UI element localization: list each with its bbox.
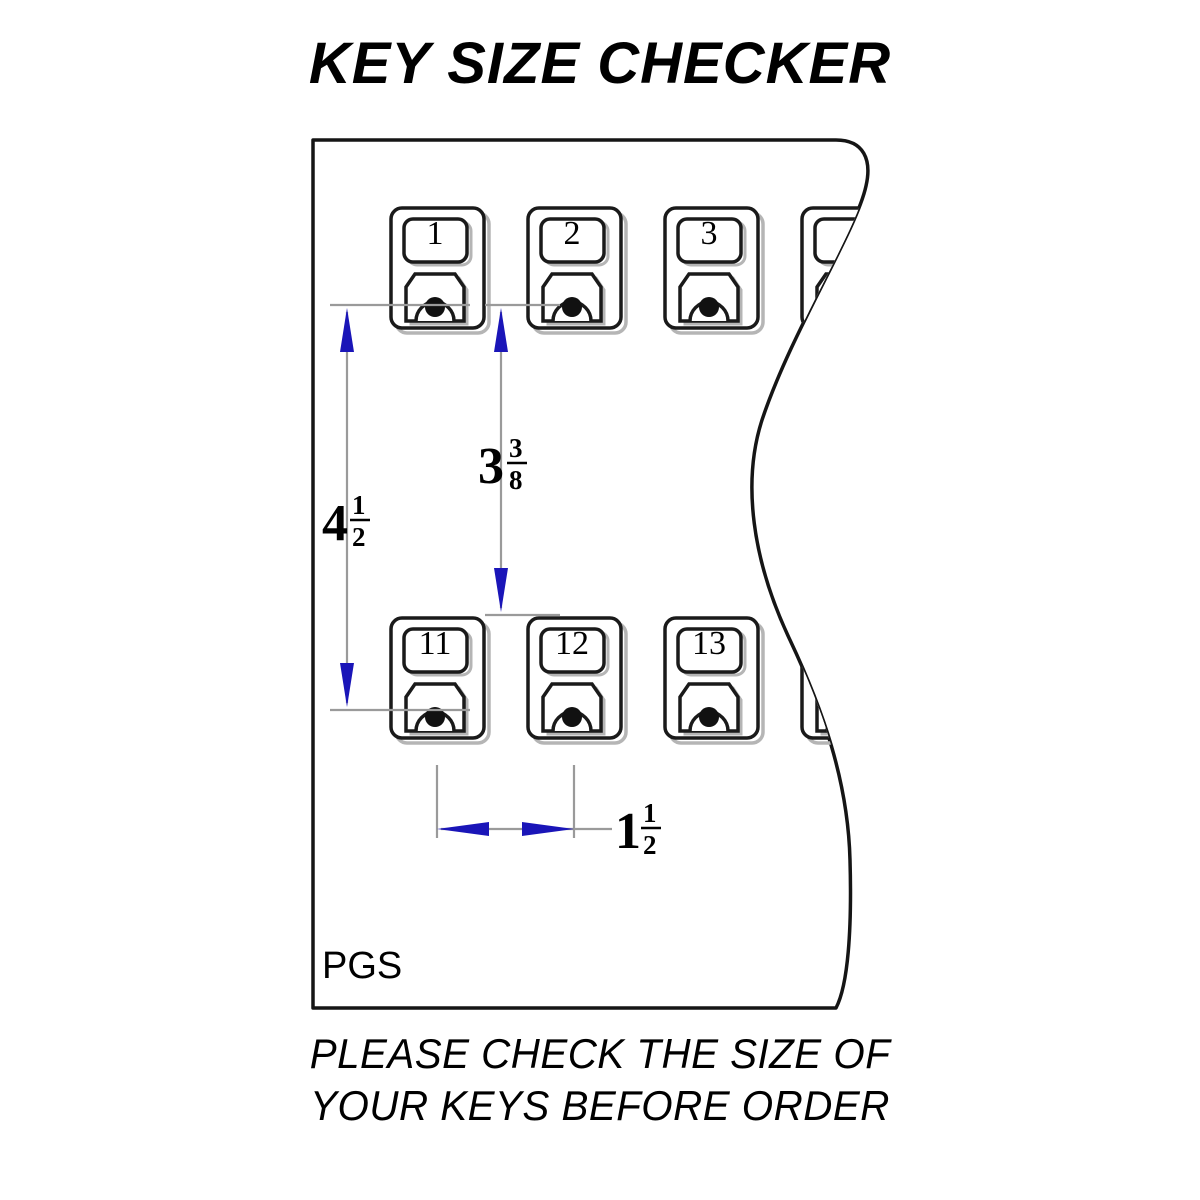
key-label: 11 [419, 625, 452, 662]
dimension-denominator: 2 [643, 830, 657, 860]
dimension-numerator: 1 [643, 798, 657, 828]
dimension-horizontal-pitch: 1 1 2 [435, 765, 661, 860]
key-top-1[interactable]: 1 [389, 206, 491, 335]
dimension-label-overall-height: 4 1 2 [322, 490, 370, 552]
dimension-denominator: 2 [352, 522, 366, 552]
key-label: 2 [564, 215, 581, 252]
key-label: 12 [555, 625, 589, 662]
key-bottom-4-clipped[interactable] [800, 616, 900, 745]
dimension-whole: 3 [478, 438, 504, 495]
caption-line-2: YOUR KEYS BEFORE ORDER [310, 1082, 890, 1129]
key-label: 3 [701, 215, 718, 252]
dimension-overall-height: 4 1 2 [322, 303, 470, 712]
dimension-numerator: 3 [509, 433, 523, 463]
arrowhead-right-icon [522, 822, 574, 836]
key-bottom-11[interactable]: 11 [389, 616, 491, 745]
dimension-label-vertical-gap: 3 3 8 [478, 433, 527, 495]
caption-line-1: PLEASE CHECK THE SIZE OF [309, 1030, 891, 1077]
key-plate-outline [311, 138, 870, 1010]
arrowhead-up-icon [340, 308, 354, 352]
arrowhead-up-icon [494, 308, 508, 352]
dimension-denominator: 8 [509, 465, 523, 495]
key-top-3[interactable]: 3 [663, 206, 765, 335]
key-bottom-12[interactable]: 12 [526, 616, 628, 745]
caption-block: PLEASE CHECK THE SIZE OF YOUR KEYS BEFOR… [0, 1028, 1200, 1132]
arrowhead-down-icon [494, 568, 508, 612]
dimension-whole: 1 [615, 803, 641, 860]
key-bottom-13[interactable]: 13 [663, 616, 765, 745]
key-label: 13 [692, 625, 726, 662]
page-title: KEY SIZE CHECKER [308, 31, 892, 96]
dimension-vertical-gap: 3 3 8 [478, 303, 560, 617]
key-grid: 1 2 3 11 12 13 [389, 206, 900, 745]
dimension-numerator: 1 [352, 490, 366, 520]
arrowhead-left-icon [437, 822, 489, 836]
watermark-label: PGS [322, 945, 402, 987]
arrowhead-down-icon [340, 663, 354, 707]
dimension-label-horizontal-pitch: 1 1 2 [615, 798, 661, 860]
dimension-whole: 4 [322, 495, 348, 552]
key-top-2[interactable]: 2 [526, 206, 628, 335]
key-label: 1 [427, 215, 444, 252]
